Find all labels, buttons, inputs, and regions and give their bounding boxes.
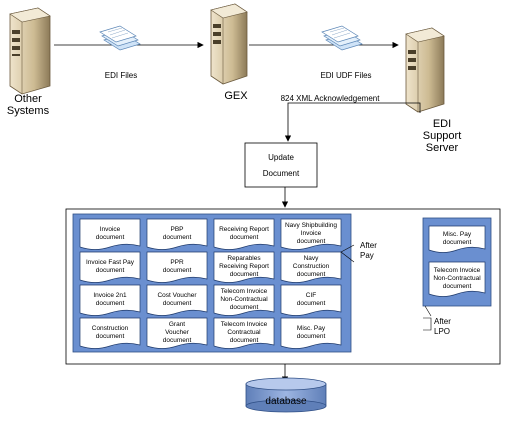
document-label: document [230, 234, 259, 241]
document-label: Navy [304, 255, 320, 262]
ack-label: 824 XML Acknowledgement [281, 94, 381, 103]
document-label: document [443, 239, 472, 246]
after-lpo-label-2: LPO [434, 327, 450, 336]
document-label: document [297, 333, 326, 340]
edi-files-label: EDI Files [105, 71, 137, 80]
edi-files-stack-icon [99, 25, 141, 51]
document-label: document [230, 304, 259, 311]
document-label: Construction [92, 325, 129, 332]
document-label: CIF [306, 292, 317, 299]
document-label: Invoice [301, 230, 322, 237]
document-label: Navy Shipbuilding [285, 222, 337, 229]
document-label: document [230, 337, 259, 344]
update-document-box [244, 142, 318, 188]
gex-label: GEX [224, 90, 248, 102]
document-label: PPR [170, 259, 184, 266]
document-label: Invoice 2n1 [93, 292, 127, 299]
other-systems-server-icon [9, 7, 51, 95]
document-label: PBP [170, 226, 183, 233]
document-label: document [163, 267, 192, 274]
document-label: Misc. Pay [443, 231, 472, 238]
update-label-1: Update [268, 153, 294, 162]
document-label: Telecom Invoice [221, 288, 268, 295]
document-label: document [96, 234, 125, 241]
document-label: Contractual [227, 329, 261, 336]
document-label: Grant [169, 321, 185, 328]
document-label: Receiving Report [219, 226, 269, 233]
document-label: document [96, 300, 125, 307]
document-label: Receiving Report [219, 263, 269, 270]
after-pay-label-1: After [360, 241, 377, 250]
document-label: Voucher [165, 329, 190, 336]
edi-support-label-2: Support [423, 130, 462, 142]
document-label: Cost Voucher [157, 292, 197, 299]
edi-udf-files-stack-icon [321, 25, 363, 51]
document-label: document [230, 271, 259, 278]
document-label: document [297, 271, 326, 278]
document-label: document [163, 234, 192, 241]
document-label: document [96, 333, 125, 340]
document-label: document [297, 300, 326, 307]
document-label: document [96, 267, 125, 274]
after-lpo-bracket [424, 305, 432, 317]
document-label: Invoice Fast Pay [86, 259, 135, 266]
other-systems-label-1: Other [14, 93, 42, 105]
after-pay-label-2: Pay [360, 251, 374, 260]
gex-server-icon [210, 3, 248, 85]
document-label: document [163, 300, 192, 307]
document-label: Reparables [227, 255, 261, 262]
document-label: document [163, 337, 192, 344]
document-label: Telecom Invoice [221, 321, 268, 328]
document-label: document [443, 283, 472, 290]
after-lpo-label-1: After [434, 317, 451, 326]
document-label: document [297, 238, 326, 245]
after-pay-bracket [340, 244, 355, 263]
ack-arrow [284, 102, 421, 142]
database-icon [245, 377, 327, 413]
edi-support-server-icon [405, 27, 445, 113]
database-label: database [265, 396, 307, 407]
update-label-2: Document [263, 169, 300, 178]
edi-support-label-3: Server [426, 142, 459, 154]
document-label: Construction [293, 263, 330, 270]
edi-udf-files-label: EDI UDF Files [320, 71, 371, 80]
edi-support-label-1: EDI [433, 118, 451, 130]
other-systems-label-2: Systems [7, 105, 50, 117]
document-label: Telecom Invoice [434, 267, 481, 274]
document-label: Invoice [100, 226, 121, 233]
document-label: Non-Contractual [433, 275, 481, 282]
document-label: Misc. Pay [297, 325, 326, 332]
document-label: Non-Contractual [220, 296, 268, 303]
